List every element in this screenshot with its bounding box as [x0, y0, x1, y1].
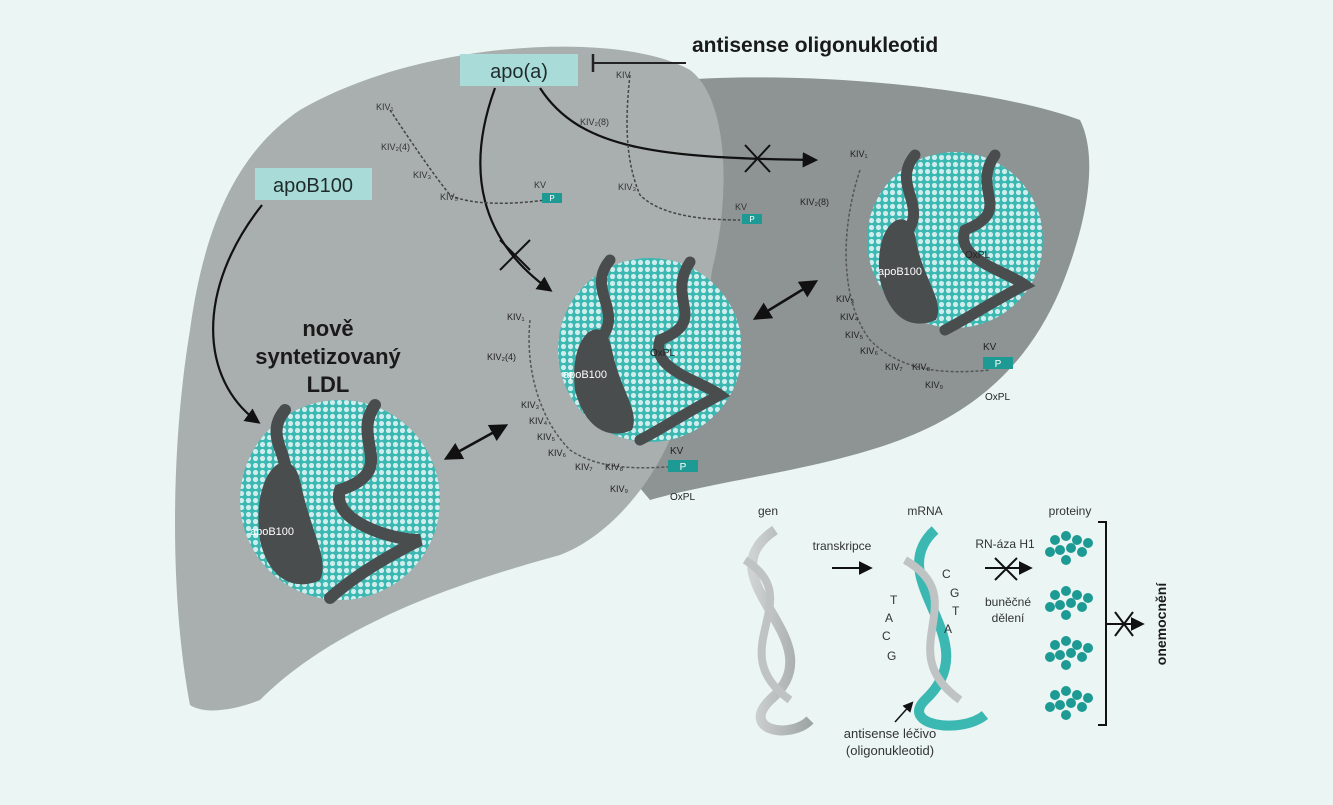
bidir-arrow-left: [443, 424, 509, 460]
kv-free-left: KV: [534, 180, 546, 190]
kiv6-right: KIV₆: [860, 346, 879, 356]
protein-cluster-3: [1045, 636, 1093, 670]
transkripce-label: transkripce: [813, 539, 872, 553]
arrow-apob-to-ldl: [212, 204, 263, 424]
apob100-box: [255, 168, 372, 200]
kiv9-center: KIV₉: [610, 484, 629, 494]
kiv4-center: KIV₄: [529, 416, 548, 426]
onemocneni-label: onemocnění: [1153, 582, 1169, 666]
seq-right-4: A: [944, 622, 952, 636]
bidir-arrow-right: [752, 280, 819, 320]
cross-mark-1: [499, 239, 531, 271]
seq-left-4: G: [887, 649, 896, 663]
seq-left-2: A: [885, 611, 893, 625]
new-ldl-line3: LDL: [307, 372, 350, 397]
kiv3-free-right: KIV₃: [618, 182, 637, 192]
apob100-particle-left: apoB100: [250, 526, 294, 538]
kiv2-4-center: KIV₂(4): [487, 352, 516, 362]
kiv5-right: KIV₅: [845, 330, 864, 340]
apob100-particle-right: apoB100: [878, 266, 922, 278]
mrna-helix: [902, 526, 989, 731]
rnase-label: RN-áza H1: [975, 537, 1035, 551]
p-badge-free-right: [742, 214, 762, 224]
protein-bracket: [1098, 521, 1107, 726]
new-ldl-line2: syntetizovaný: [255, 344, 401, 369]
kiv2-4-free-left: KIV₂(4): [381, 142, 410, 152]
drug-label-line1: antisense léčivo: [844, 726, 937, 741]
ldl-particle-left: apoB100: [240, 399, 440, 604]
kiv5-center: KIV₅: [537, 432, 556, 442]
dna-helix: [742, 525, 814, 736]
apoa-label: apo(a): [490, 61, 548, 83]
kiv7-center: KIV₇: [575, 462, 593, 472]
p-badge-right: [983, 357, 1013, 369]
cell-division-line2: dělení: [992, 611, 1025, 625]
p-label-center: P: [680, 462, 687, 473]
kiv-free-right: KIV: [616, 70, 631, 80]
seq-right-3: T: [952, 604, 960, 618]
antisense-oligo-label: antisense oligonukleotid: [692, 34, 938, 57]
gen-label: gen: [758, 504, 778, 518]
protein-cluster-1: [1045, 531, 1093, 565]
kiv1-center: KIV₁: [507, 312, 525, 322]
lpa-particle-center: apoB100 OxPL KIV₁ KIV₂(4) KIV₃ KIV₄ KIV₅…: [487, 254, 742, 503]
disease-cross: [1114, 611, 1134, 637]
kiv1-free-left: KIV₁: [376, 102, 394, 112]
p-label-free-right: P: [749, 215, 754, 224]
p-label-free-left: P: [549, 194, 554, 203]
p-label-right: P: [995, 359, 1002, 370]
kiv6-center: KIV₆: [548, 448, 567, 458]
p-badge-center: [668, 460, 698, 472]
drug-pointer: [894, 701, 914, 723]
kiv4-right: KIV₄: [840, 312, 859, 322]
seq-left-3: C: [882, 629, 891, 643]
kv-free-right: KV: [735, 202, 747, 212]
apoa-box: [460, 54, 578, 86]
seq-left-1: T: [890, 593, 898, 607]
oxpl-inside-right: OxPL: [965, 250, 990, 261]
protein-cluster-2: [1045, 586, 1093, 620]
kiv2-8-right: KIV₂(8): [800, 197, 829, 207]
kiv9-right: KIV₉: [925, 380, 944, 390]
kiv3-center: KIV₃: [521, 400, 540, 410]
apob100-particle-center: apoB100: [563, 369, 607, 381]
arrow-apoa-to-center: [479, 87, 553, 292]
lpa-particle-right: apoB100 OxPL KIV₁ KIV₂(8) KIV₃ KIV₄ KIV₅…: [800, 149, 1043, 403]
drug-label-line2: (oligonukleotid): [846, 743, 934, 758]
cell-division-line1: buněčné: [985, 595, 1031, 609]
mrna-label: mRNA: [907, 504, 942, 518]
seq-right-2: G: [950, 586, 959, 600]
kv-right: KV: [983, 342, 997, 353]
kiv7-right: KIV₇: [885, 362, 903, 372]
kiv3-free-left: KIV₃: [413, 170, 432, 180]
seq-right-1: C: [942, 567, 951, 581]
kiv3-right: KIV₃: [836, 294, 855, 304]
p-badge-free-left: [542, 193, 562, 203]
new-ldl-line1: nově: [302, 316, 353, 341]
cross-mark-2: [744, 144, 771, 173]
kiv1-right: KIV₁: [850, 149, 868, 159]
kiv8-center: KIV₈: [605, 462, 624, 472]
free-apoa-chain-right: KIV KIV₂(8) KIV₃ KV P: [580, 70, 762, 224]
free-apoa-chain-left: KIV₁ KIV₂(4) KIV₃ KIV₅ KV P: [376, 102, 562, 205]
kiv8-right: KIV₈: [912, 362, 931, 372]
kiv2-8-free-right: KIV₂(8): [580, 117, 609, 127]
kiv5-free-left: KIV₅: [440, 192, 459, 202]
apob100-label: apoB100: [273, 175, 353, 197]
protein-cluster-4: [1045, 686, 1093, 720]
oxpl-outside-right: OxPL: [985, 392, 1010, 403]
oxpl-outside-center: OxPL: [670, 492, 695, 503]
proteiny-label: proteiny: [1049, 504, 1092, 518]
oxpl-inside-center: OxPL: [650, 348, 675, 359]
rnase-cross: [994, 557, 1018, 581]
kv-center: KV: [670, 446, 684, 457]
mechanism-panel: gen mRNA proteiny transkripce T A C G C …: [742, 504, 1169, 758]
